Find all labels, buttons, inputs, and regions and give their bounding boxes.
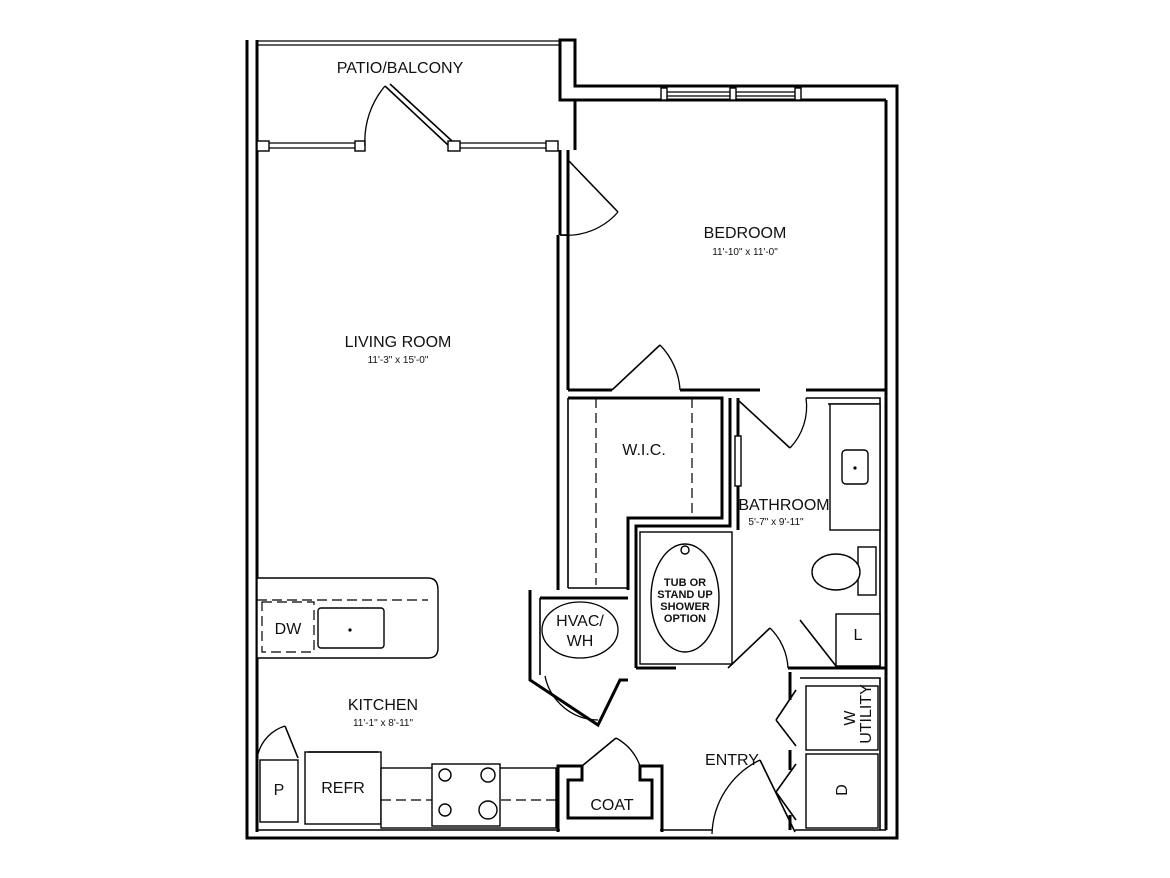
- bathroom-label: BATHROOM: [738, 497, 829, 514]
- coat-label: COAT: [590, 797, 633, 814]
- living-room-label: LIVING ROOM: [345, 334, 452, 351]
- utility-closet: [775, 672, 881, 830]
- entry-label: ENTRY: [705, 752, 759, 769]
- utility-label: UTILITY: [858, 684, 875, 744]
- bedroom-label: BEDROOM: [704, 225, 787, 242]
- tub-label-3: SHOWER: [660, 601, 710, 613]
- labels: PATIO/BALCONY BEDROOM 11'-10" x 11'-0" L…: [274, 60, 875, 814]
- hvac-label-2: WH: [567, 633, 594, 650]
- bedroom-walls: [556, 87, 886, 590]
- tub-label-2: STAND UP: [657, 589, 712, 601]
- bathroom-dimensions: 5'-7" x 9'-11": [748, 517, 804, 528]
- hvac-closet: [528, 590, 628, 728]
- coat-closet: [556, 737, 664, 832]
- wic-label: W.I.C.: [622, 442, 666, 459]
- dishwasher-label: DW: [275, 621, 303, 638]
- patio-label: PATIO/BALCONY: [337, 60, 464, 77]
- hvac-label-1: HVAC/: [556, 613, 604, 630]
- kitchen-label: KITCHEN: [348, 697, 418, 714]
- patio-wall: [256, 83, 559, 152]
- washer-label: W: [842, 710, 859, 726]
- pantry-label: P: [274, 782, 285, 799]
- tub-label-4: OPTION: [664, 613, 706, 625]
- dryer-label: D: [834, 784, 851, 796]
- kitchen-counter: [257, 725, 557, 829]
- kitchen-dimensions: 11'-1" x 8'-11": [353, 718, 413, 729]
- exterior-walls: [245, 38, 899, 840]
- entry-door: [711, 759, 796, 835]
- bedroom-dimensions: 11'-10" x 11'-0": [712, 247, 778, 258]
- tub-label-1: TUB OR: [664, 577, 706, 589]
- kitchen-island: [256, 577, 439, 659]
- linen-label: L: [854, 627, 863, 644]
- bathroom-walls: [636, 397, 886, 670]
- refrigerator-label: REFR: [321, 780, 365, 797]
- wic-walls: [567, 396, 732, 668]
- living-room-dimensions: 11'-3" x 15'-0": [368, 355, 429, 366]
